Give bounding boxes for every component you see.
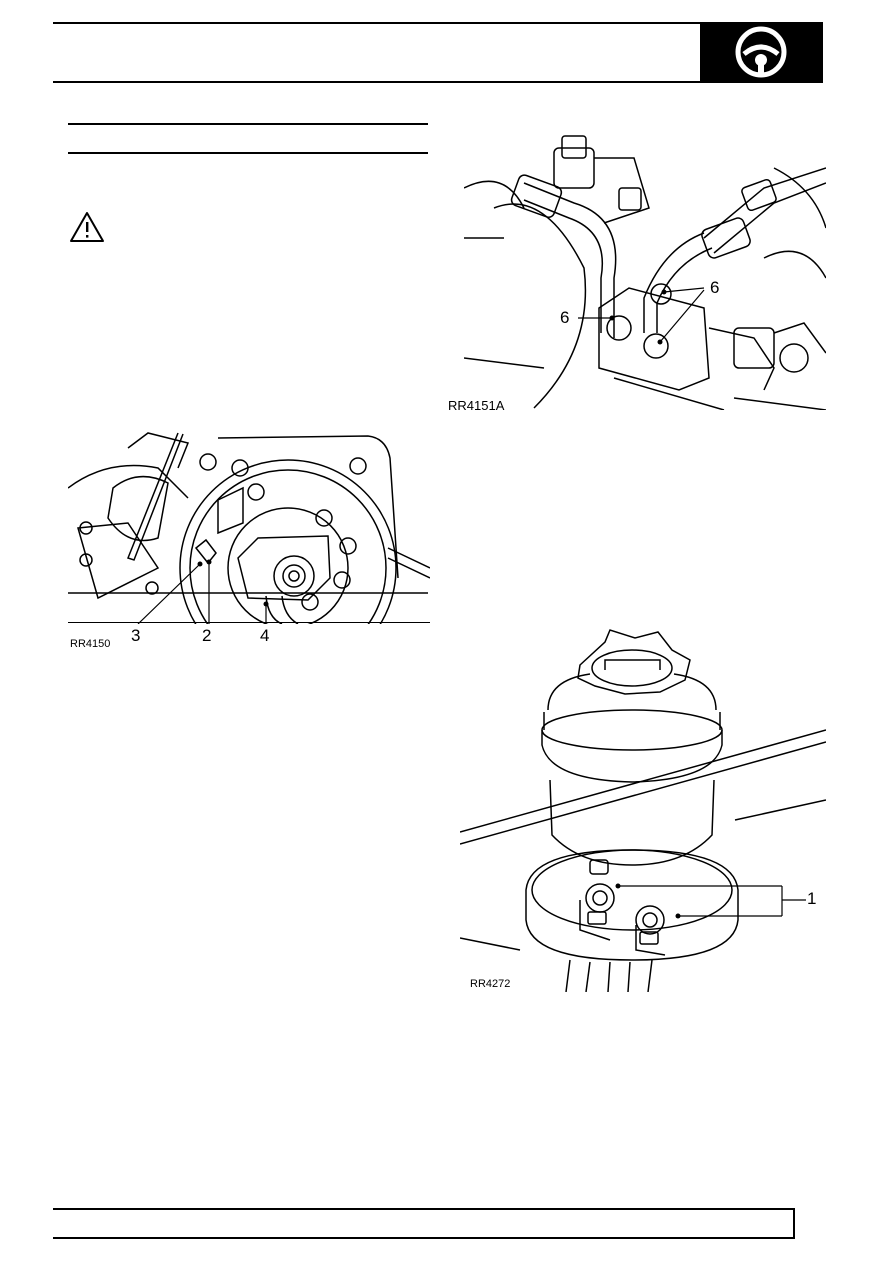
section-rule-top bbox=[68, 123, 428, 125]
figure-rr4272 bbox=[460, 620, 826, 992]
figure-rr4151a-caption: RR4151A bbox=[448, 398, 505, 413]
pipe-unions-illustration bbox=[464, 135, 826, 410]
reservoir-illustration bbox=[460, 629, 826, 992]
section-badge bbox=[700, 22, 823, 83]
figure-rr4150-caption: RR4150 bbox=[70, 638, 111, 650]
footer-right-rule bbox=[793, 1208, 795, 1239]
pump-pulley-illustration bbox=[68, 432, 430, 624]
callout-2: 2 bbox=[202, 626, 212, 645]
steering-wheel-icon bbox=[735, 26, 787, 78]
header-top-rule bbox=[53, 22, 823, 24]
figure-rr4272-caption: RR4272 bbox=[470, 978, 511, 990]
section-rule-bottom bbox=[68, 152, 428, 154]
callout-6-left: 6 bbox=[560, 308, 570, 327]
warning-triangle-icon bbox=[70, 212, 104, 242]
callout-4: 4 bbox=[260, 626, 270, 645]
figure-rr4150-frame-bottom bbox=[68, 622, 430, 623]
footer-top-rule bbox=[53, 1208, 795, 1210]
callout-6-right: 6 bbox=[710, 278, 720, 297]
callout-3: 3 bbox=[131, 626, 141, 645]
callout-1: 1 bbox=[807, 889, 817, 908]
figure-rr4150 bbox=[68, 428, 430, 624]
footer-bottom-rule bbox=[53, 1237, 795, 1239]
figure-rr4151a bbox=[464, 128, 826, 410]
header-bottom-rule bbox=[53, 81, 700, 83]
